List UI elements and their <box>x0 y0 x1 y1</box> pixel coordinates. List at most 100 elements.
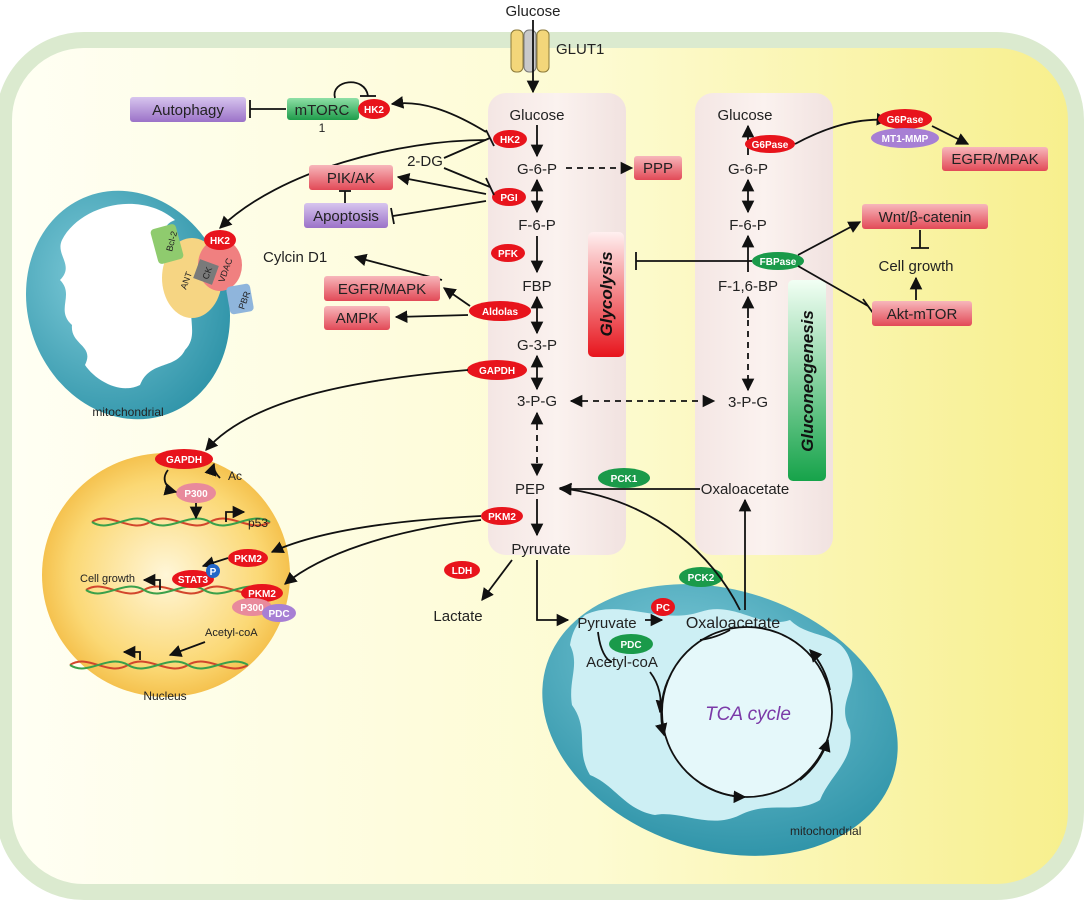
akt-mtor-box <box>872 301 972 326</box>
mito-acetyl-coa: Acetyl-coA <box>586 654 658 671</box>
nuc-ac: Ac <box>228 469 242 483</box>
enzyme-hk2 <box>493 130 527 148</box>
glyco-3pg: 3-P-G <box>517 393 557 410</box>
svg-text:HK2: HK2 <box>500 135 520 146</box>
glut1-transporter <box>510 29 550 73</box>
enzyme-gapdh <box>467 360 527 380</box>
glyco-pyruvate: Pyruvate <box>511 541 570 558</box>
enzyme-g6pase-left <box>745 135 795 153</box>
mito-right-label: mitochondrial <box>790 824 861 838</box>
enzyme-g6pase-right <box>878 109 932 129</box>
svg-text:G6Pase: G6Pase <box>887 115 924 126</box>
ampk-box <box>324 306 390 330</box>
pbr-protein <box>226 283 254 315</box>
svg-text:Akt-mTOR: Akt-mTOR <box>887 306 958 323</box>
enzyme-pgi <box>492 188 526 206</box>
svg-text:PKM2: PKM2 <box>234 554 262 565</box>
svg-text:MT1-MMP: MT1-MMP <box>882 134 929 145</box>
autophagy-box <box>130 97 246 122</box>
gluco-glucose: Glucose <box>717 107 772 124</box>
glyco-fbp: FBP <box>522 278 551 295</box>
enzyme-aldolas <box>469 301 531 321</box>
nucleus-label: Nucleus <box>143 689 186 703</box>
tca-cycle <box>661 626 833 798</box>
svg-text:P300: P300 <box>184 489 208 500</box>
mt1-mmp <box>871 128 939 148</box>
enzyme-ldh <box>444 561 480 579</box>
svg-text:PPP: PPP <box>643 160 673 177</box>
enzyme-pck2 <box>679 567 723 587</box>
svg-text:PFK: PFK <box>498 249 519 260</box>
nuc-p53: p53 <box>248 516 268 530</box>
glucose-outside-label: Glucose <box>505 3 560 20</box>
nuc-pkm2-upper <box>228 549 268 567</box>
nucleus <box>42 453 290 697</box>
svg-text:PCK2: PCK2 <box>688 573 715 584</box>
svg-text:G6Pase: G6Pase <box>752 140 789 151</box>
svg-text:HK2: HK2 <box>364 105 384 116</box>
enzyme-pdc <box>609 634 653 654</box>
enzyme-pc <box>651 598 675 616</box>
lactate-label: Lactate <box>433 608 482 625</box>
mito-left-label: mitochondrial <box>92 405 163 419</box>
nuc-stat3 <box>172 570 214 588</box>
glyco-glucose: Glucose <box>509 107 564 124</box>
gluco-f16bp: F-1,6-BP <box>718 278 778 295</box>
cell-growth-right: Cell growth <box>878 258 953 275</box>
egfr-mpak-box <box>942 147 1048 171</box>
hk2-mtorc <box>358 99 390 119</box>
glyco-g6p: G-6-P <box>517 161 557 178</box>
apoptosis-box <box>304 203 388 228</box>
svg-text:P300: P300 <box>240 603 264 614</box>
svg-text:GAPDH: GAPDH <box>479 366 515 377</box>
svg-text:P: P <box>210 567 217 578</box>
glycolysis-title-bar <box>588 232 624 357</box>
svg-text:PKM2: PKM2 <box>488 512 516 523</box>
enzyme-pfk <box>491 244 525 262</box>
glycolysis-column <box>488 93 626 555</box>
tca-label: TCA cycle <box>705 704 791 725</box>
two-dg-label: 2-DG <box>407 153 443 170</box>
glyco-g3p: G-3-P <box>517 337 557 354</box>
nuc-acetyl-coa: Acetyl-coA <box>205 627 258 639</box>
glyco-f6p: F-6-P <box>518 217 556 234</box>
svg-text:Glycolysis: Glycolysis <box>597 251 616 336</box>
gluconeogenesis-title-bar <box>788 280 826 481</box>
phospho-p <box>206 564 220 578</box>
svg-text:PDC: PDC <box>620 640 641 651</box>
svg-text:Wnt/β-catenin: Wnt/β-catenin <box>879 209 972 226</box>
gluco-f6p: F-6-P <box>729 217 767 234</box>
mtorc-box <box>287 98 359 120</box>
svg-text:Apoptosis: Apoptosis <box>313 208 379 225</box>
svg-text:Gluconeogenesis: Gluconeogenesis <box>798 310 817 452</box>
ck-protein <box>193 259 219 285</box>
gluco-oxaloacetate: Oxaloacetate <box>701 481 789 498</box>
svg-text:mTORC: mTORC <box>295 102 350 119</box>
glyco-pep: PEP <box>515 481 545 498</box>
nuc-cell-growth: Cell growth <box>80 573 135 585</box>
gluco-g6p: G-6-P <box>728 161 768 178</box>
hk2-mito-left <box>204 230 236 250</box>
glut1-label: GLUT1 <box>556 41 604 58</box>
pik-ak-box <box>309 165 393 190</box>
nuc-gapdh <box>155 449 213 469</box>
svg-text:CK: CK <box>200 266 214 281</box>
ppp-box <box>634 156 682 180</box>
wnt-box <box>862 204 988 229</box>
mtorc-subscript: 1 <box>319 121 326 135</box>
svg-text:EGFR/MAPK: EGFR/MAPK <box>338 281 426 298</box>
enzyme-fbpase <box>752 252 804 270</box>
enzyme-pck1 <box>598 468 650 488</box>
svg-text:PGI: PGI <box>500 193 517 204</box>
svg-text:GAPDH: GAPDH <box>166 455 202 466</box>
svg-text:EGFR/MPAK: EGFR/MPAK <box>951 151 1038 168</box>
nuc-pkm2-lower <box>241 584 283 602</box>
gluco-3pg: 3-P-G <box>728 394 768 411</box>
svg-text:PIK/AK: PIK/AK <box>327 170 375 187</box>
nuc-pdc <box>262 604 296 622</box>
dna-strands <box>69 517 271 670</box>
svg-text:PC: PC <box>656 603 670 614</box>
mito-pyruvate: Pyruvate <box>577 615 636 632</box>
